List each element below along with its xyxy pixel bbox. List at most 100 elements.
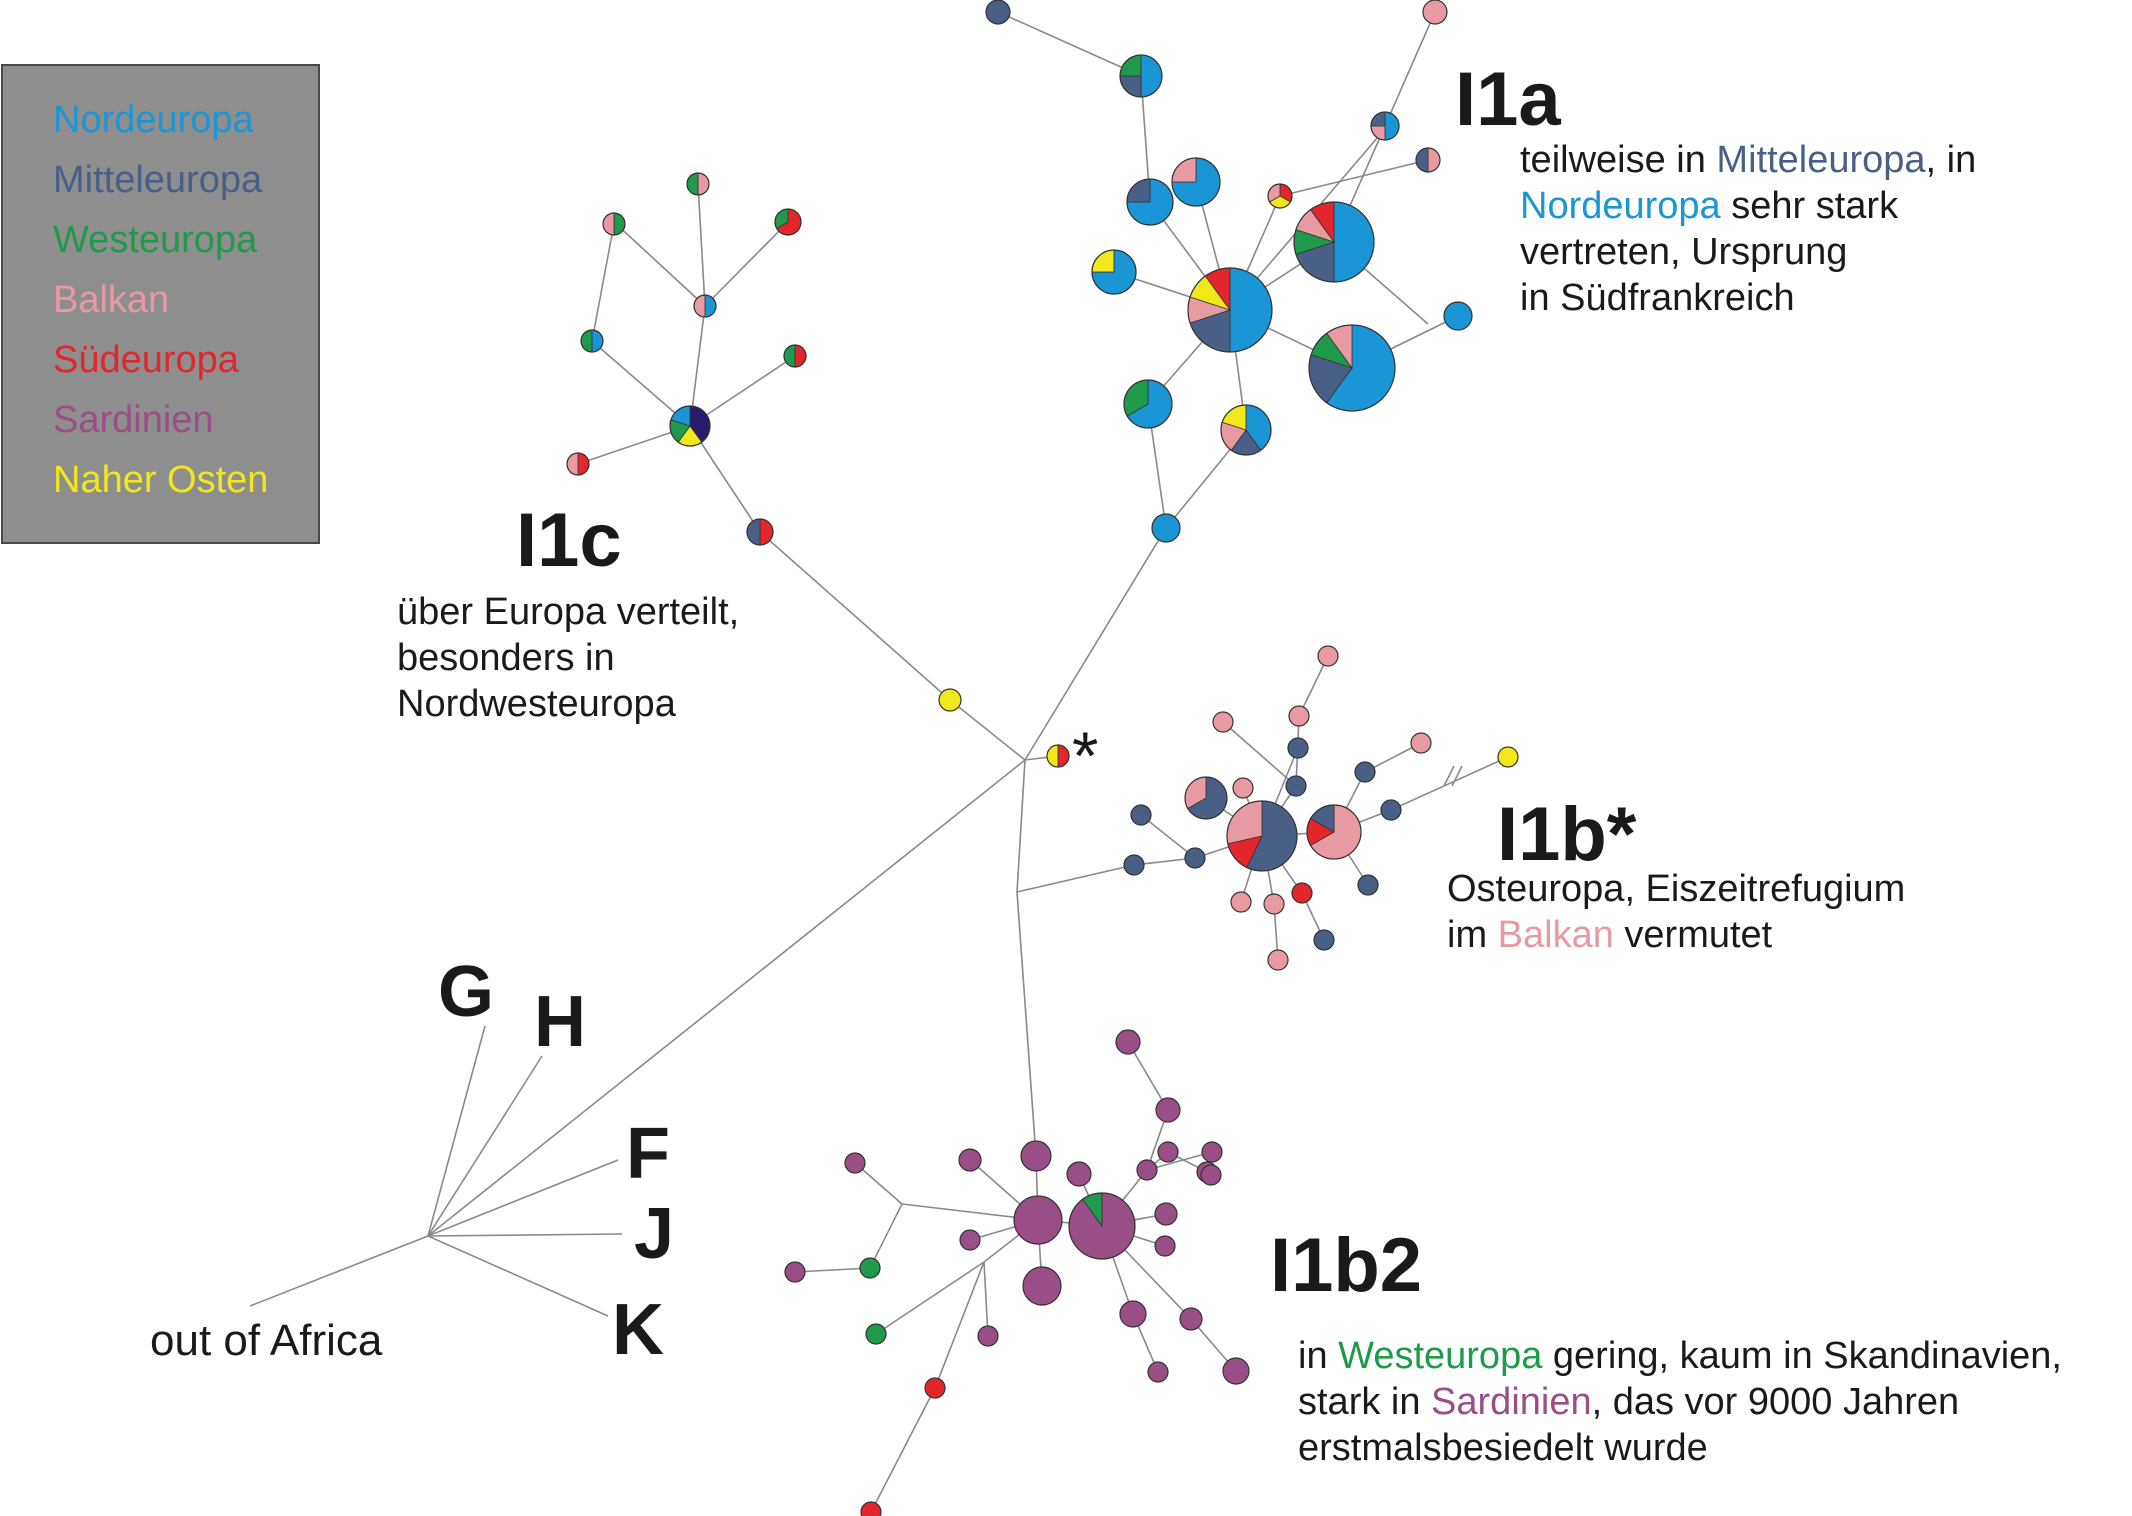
haplotype-node: [1130, 804, 1152, 826]
root-label: out of Africa: [150, 1316, 383, 1365]
network-edge: [1016, 891, 1037, 1157]
haplotype-node: [1184, 776, 1228, 820]
haplotype-node: [1380, 799, 1402, 821]
haplotype-node: [1422, 0, 1448, 25]
description-text: in Südfrankreich: [1520, 277, 1795, 319]
haplotype-node: [977, 1325, 999, 1347]
haplotype-node: [1157, 1141, 1179, 1163]
haplotype-node: [1123, 379, 1173, 429]
network-edge: [1222, 721, 1297, 787]
haplotype-node: [1201, 1141, 1223, 1163]
haplotype-node: [1136, 1159, 1158, 1181]
description-text: Nordeuropa: [1520, 185, 1721, 227]
network-edge: [1146, 1151, 1213, 1171]
haplotype-node: [1020, 1140, 1052, 1172]
network-edge: [1384, 11, 1436, 127]
haplotype-node: [958, 1148, 982, 1172]
description-text: Nordwesteuropa: [397, 683, 676, 725]
haplotype-node: [1317, 645, 1339, 667]
description-text: Osteuropa, Eiszeitrefugium: [1447, 868, 1906, 910]
haplotype-node: [1267, 949, 1289, 971]
haplogroup-g-label: G: [438, 952, 495, 1032]
network-edge: [427, 1235, 609, 1317]
description-line: Osteuropa, Eiszeitrefugium: [1447, 866, 1905, 912]
network-edge: [427, 1233, 623, 1237]
haplogroup-k-label: K: [612, 1290, 664, 1370]
network-edge: [870, 1387, 936, 1513]
haplotype-node: [1497, 746, 1519, 768]
haplotype-node: [844, 1152, 866, 1174]
haplotype-node: [1291, 882, 1313, 904]
haplotype-node: [1123, 854, 1145, 876]
haplotype-node: [784, 1261, 806, 1283]
legend: Nordeuropa Mitteleuropa Westeuropa Balka…: [1, 64, 320, 544]
description-line: vertreten, Ursprung: [1520, 229, 1976, 275]
description-line: Nordeuropa sehr stark: [1520, 183, 1976, 229]
haplotype-node: [1151, 513, 1181, 543]
haplotype-node: [566, 452, 590, 476]
network-edge: [704, 221, 789, 307]
description-line: in Südfrankreich: [1520, 275, 1976, 321]
haplotype-node: [1285, 775, 1307, 797]
network-edge: [697, 183, 706, 307]
haplotype-node: [985, 0, 1011, 25]
description-text: erstmalsbesiedelt wurde: [1298, 1427, 1708, 1469]
branch-break-mark: [1443, 765, 1455, 787]
description-text: Westeuropa: [1338, 1335, 1543, 1377]
haplotype-node: [774, 208, 802, 236]
clade-title-i1b2: I1b2: [1270, 1223, 1423, 1308]
haplotype-node: [669, 405, 711, 447]
haplotype-node: [1293, 201, 1375, 283]
haplotype-node: [1187, 267, 1273, 353]
description-text: , in: [1925, 139, 1977, 181]
network-edge: [759, 531, 951, 701]
network-edge: [1016, 864, 1135, 893]
haplogroup-j-label: J: [634, 1194, 675, 1274]
haplotype-node: [1308, 324, 1396, 412]
haplotype-node: [1154, 1235, 1176, 1257]
network-edge: [689, 425, 761, 533]
description-line: Nordwesteuropa: [397, 681, 739, 727]
network-edge: [1140, 814, 1196, 859]
description-text: teilweise in: [1520, 139, 1717, 181]
haplotype-node: [1126, 178, 1174, 226]
haplotype-node: [580, 329, 604, 353]
haplotype-node: [783, 344, 807, 368]
haplotype-node: [1155, 1097, 1181, 1123]
network-edge: [1390, 756, 1509, 811]
haplotype-node: [686, 172, 710, 196]
haplotype-node: [1288, 705, 1310, 727]
haplotype-node: [1147, 1361, 1169, 1383]
description-text: Balkan: [1497, 914, 1614, 956]
haplotype-node: [1212, 711, 1234, 733]
haplotype-node: [1046, 744, 1070, 768]
description-line: im Balkan vermutet: [1447, 912, 1905, 958]
description-line: über Europa verteilt,: [397, 589, 739, 635]
legend-item-nordeuropa: Nordeuropa: [53, 99, 254, 141]
description-text: vertreten, Ursprung: [1520, 231, 1848, 273]
network-edge: [934, 1261, 985, 1389]
haplogroup-f-label: F: [626, 1114, 670, 1194]
description-line: teilweise in Mitteleuropa, in: [1520, 137, 1976, 183]
description-line: in Westeuropa gering, kaum in Skandinavi…: [1298, 1333, 2062, 1379]
description-text: vermutet: [1613, 914, 1773, 956]
haplotype-node: [1443, 301, 1473, 331]
haplotype-node: [1267, 183, 1293, 209]
haplotype-node: [859, 1257, 881, 1279]
haplotype-node: [1013, 1195, 1063, 1245]
legend-item-westeuropa: Westeuropa: [53, 219, 258, 261]
haplotype-node: [1226, 800, 1298, 872]
description-text: sehr stark: [1720, 185, 1899, 227]
haplotype-node: [693, 294, 717, 318]
network-edge: [983, 1261, 989, 1337]
network-edge: [1298, 655, 1329, 717]
haplotype-node: [1222, 1357, 1250, 1385]
network-edge: [869, 1203, 903, 1269]
network-nodes: [566, 0, 1519, 1516]
clade-description-i1b2: in Westeuropa gering, kaum in Skandinavi…: [1298, 1333, 2062, 1471]
haplotype-node: [1022, 1266, 1062, 1306]
haplotype-node: [1119, 54, 1163, 98]
haplotype-node: [1287, 737, 1309, 759]
haplotype-node: [746, 518, 774, 546]
